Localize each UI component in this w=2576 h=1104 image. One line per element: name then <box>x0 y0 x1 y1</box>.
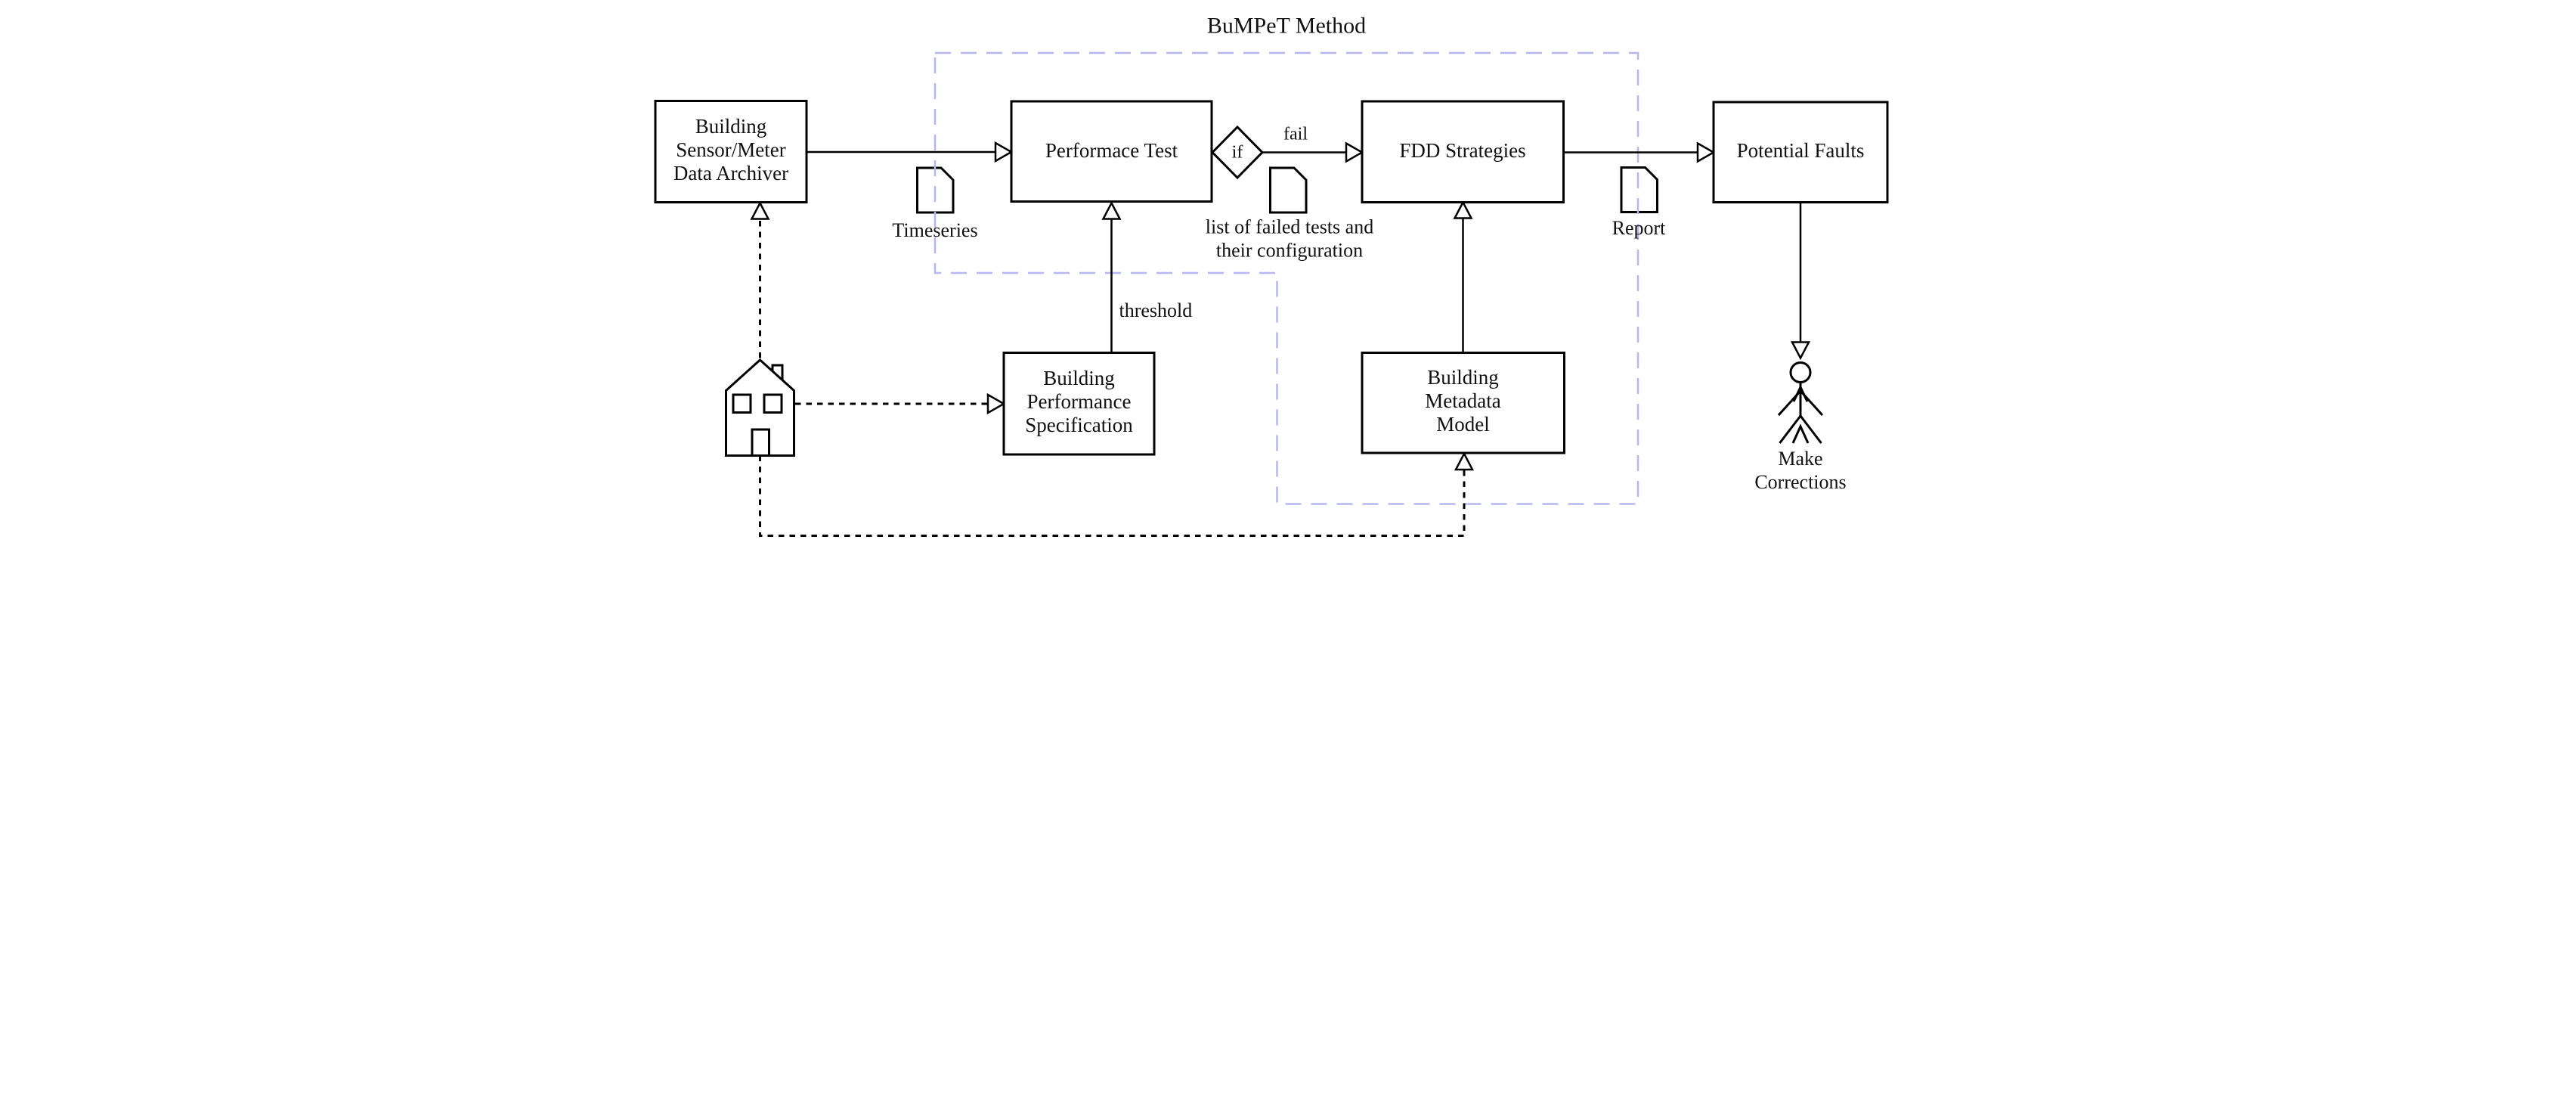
failed-tests-document-label-line: their configuration <box>1216 239 1363 261</box>
metadata-label-line: Metadata <box>1425 389 1500 412</box>
threshold-edge-label: threshold <box>1119 299 1193 321</box>
performance-test-box <box>1010 100 1213 203</box>
house-icon <box>725 358 795 457</box>
timeseries-document-label: Timeseries <box>892 219 977 241</box>
report-document-label: Report <box>1612 217 1667 239</box>
open-arrowhead-up <box>750 200 770 220</box>
person-icon <box>1777 361 1824 444</box>
house-window <box>763 393 783 414</box>
bumpet-method-diagram: BuMPeT Method Building Sensor/Meter Data… <box>644 0 1932 552</box>
failed-tests-document-label-line: list of failed tests and <box>1206 216 1373 237</box>
house-outline <box>725 358 795 457</box>
potential-faults-box <box>1712 101 1889 203</box>
metadata-label-line: Model <box>1436 413 1490 436</box>
person-leg-chevron <box>1791 423 1810 444</box>
actor-label-line: Corrections <box>1754 471 1846 493</box>
fdd-strategies-label: FDD Strategies <box>1399 139 1525 162</box>
fdd-strategies-box <box>1361 100 1565 203</box>
open-arrowhead-right <box>1696 141 1716 163</box>
open-arrowhead-up <box>1454 451 1475 471</box>
house-door <box>751 428 770 457</box>
building-sensor-meter-data-archiver-box <box>654 100 808 203</box>
person-arms <box>1777 389 1824 417</box>
if-label: if <box>1232 143 1243 163</box>
metadata-label-line: Building <box>1427 366 1499 389</box>
bumpet-region-outline <box>933 51 1639 505</box>
spec-label-line: Specification <box>1025 414 1133 436</box>
building-metadata-model-box <box>1361 352 1565 454</box>
archiver-label-line: Building <box>695 115 767 138</box>
open-arrowhead-right <box>986 392 1006 415</box>
open-arrowhead-right <box>994 141 1014 163</box>
potential-faults-label: Potential Faults <box>1737 139 1865 162</box>
spec-label-line: Performance <box>1027 390 1132 413</box>
archiver-label-line: Sensor/Meter <box>676 138 785 161</box>
person-legs <box>1779 414 1822 444</box>
chimney <box>771 364 784 381</box>
house-to-metadata-dashed-line <box>759 455 1466 537</box>
actor-label-line: Make <box>1778 448 1822 470</box>
document-icon <box>1620 166 1658 213</box>
building-performance-specification-box <box>1002 352 1156 456</box>
open-arrowhead-up <box>1101 200 1122 220</box>
performance-test-label: Performace Test <box>1045 139 1178 162</box>
house-window <box>732 393 752 414</box>
if-decision-diamond <box>1210 125 1265 180</box>
spec-label-line: Building <box>1043 367 1115 389</box>
bumpet-region-title: BuMPeT Method <box>1207 13 1366 38</box>
open-arrowhead-right <box>1345 141 1364 163</box>
archiver-label-line: Data Archiver <box>673 162 788 185</box>
open-arrowhead-up <box>1453 200 1473 219</box>
person-head <box>1789 361 1812 383</box>
fail-edge-label: fail <box>1283 125 1308 144</box>
open-arrowhead-down <box>1790 341 1811 361</box>
document-icon <box>1269 166 1308 214</box>
